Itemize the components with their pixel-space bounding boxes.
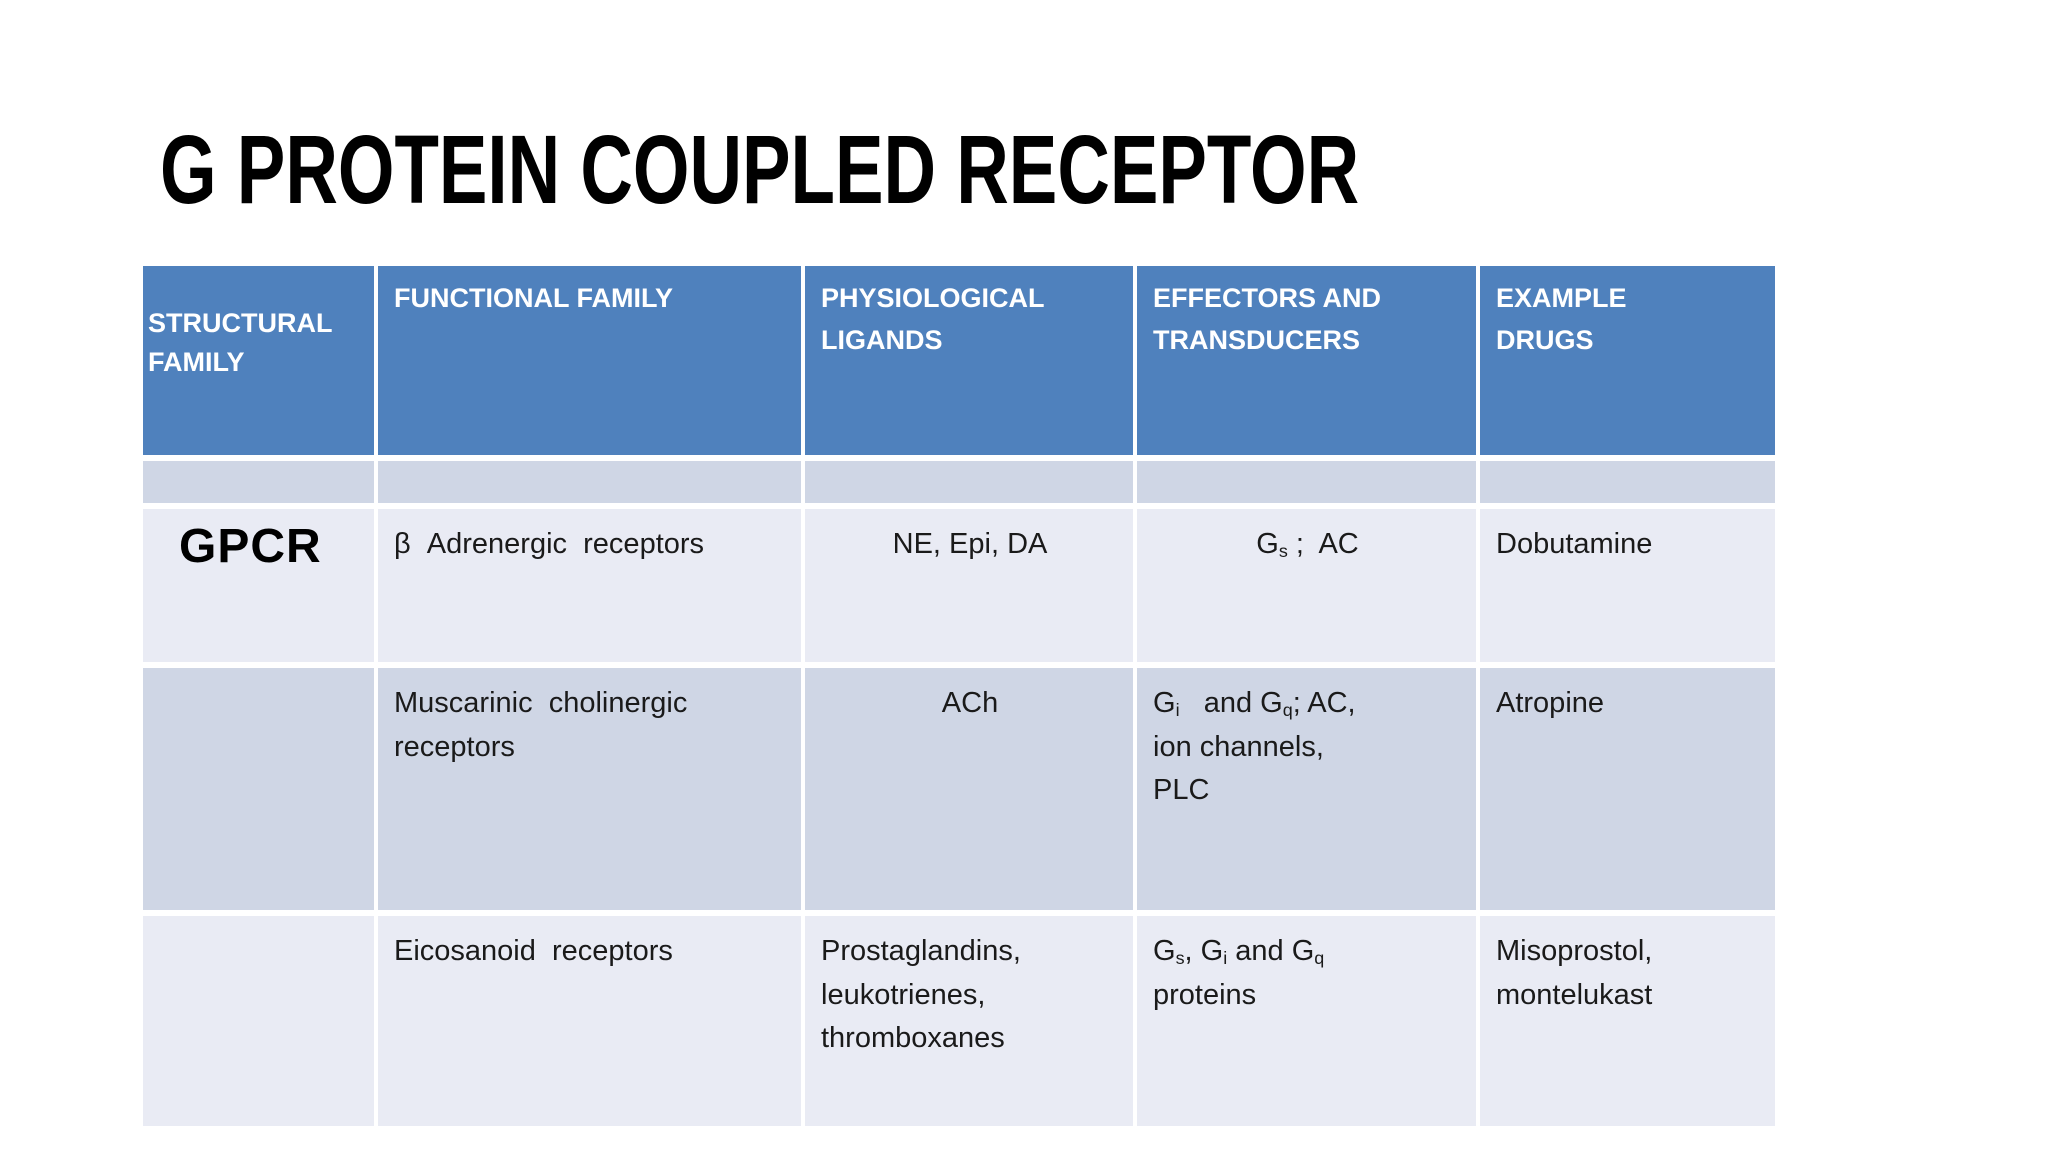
- cell-ligands-ne-epi-da: NE, Epi, DA: [805, 509, 1133, 662]
- header-cell-effectors-transducers: EFFECTORS AND TRANSDUCERS: [1137, 266, 1476, 455]
- cell-ligands-prostaglandins: Prostaglandins, leukotrienes, thromboxan…: [805, 916, 1133, 1126]
- spacer-cell: [378, 461, 801, 503]
- slide-title: G PROTEIN COUPLED RECEPTOR: [160, 115, 1360, 224]
- cell-drug-atropine: Atropine: [1480, 668, 1775, 910]
- header-cell-structural-family: STRUCTURAL FAMILY: [143, 266, 374, 455]
- header-cell-functional-family: FUNCTIONAL FAMILY: [378, 266, 801, 455]
- cell-functional-family-eicosanoid: Eicosanoid receptors: [378, 916, 801, 1126]
- header-cell-example-drugs: EXAMPLE DRUGS: [1480, 266, 1775, 455]
- cell-effectors-gs-gi-gq: Gs, Gi and Gq proteins: [1137, 916, 1476, 1126]
- cell-structural-family-empty: [143, 916, 374, 1126]
- spacer-cell: [143, 461, 374, 503]
- spacer-cell: [1480, 461, 1775, 503]
- spacer-cell: [1137, 461, 1476, 503]
- cell-functional-family-adrenergic: β Adrenergic receptors: [378, 509, 801, 662]
- cell-ligands-ach: ACh: [805, 668, 1133, 910]
- cell-structural-family-empty: [143, 668, 374, 910]
- cell-effectors-gs-ac: Gs ; AC: [1137, 509, 1476, 662]
- cell-drug-misoprostol: Misoprostol, montelukast: [1480, 916, 1775, 1126]
- header-cell-physiological-ligands: PHYSIOLOGICAL LIGANDS: [805, 266, 1133, 455]
- gpcr-table: STRUCTURAL FAMILY FUNCTIONAL FAMILY PHYS…: [143, 266, 1775, 1126]
- spacer-cell: [805, 461, 1133, 503]
- cell-functional-family-muscarinic: Muscarinic cholinergic receptors: [378, 668, 801, 910]
- cell-effectors-gi-gq: Gi and Gq; AC, ion channels, PLC: [1137, 668, 1476, 910]
- cell-drug-dobutamine: Dobutamine: [1480, 509, 1775, 662]
- cell-structural-family-gpcr: GPCR: [143, 509, 374, 662]
